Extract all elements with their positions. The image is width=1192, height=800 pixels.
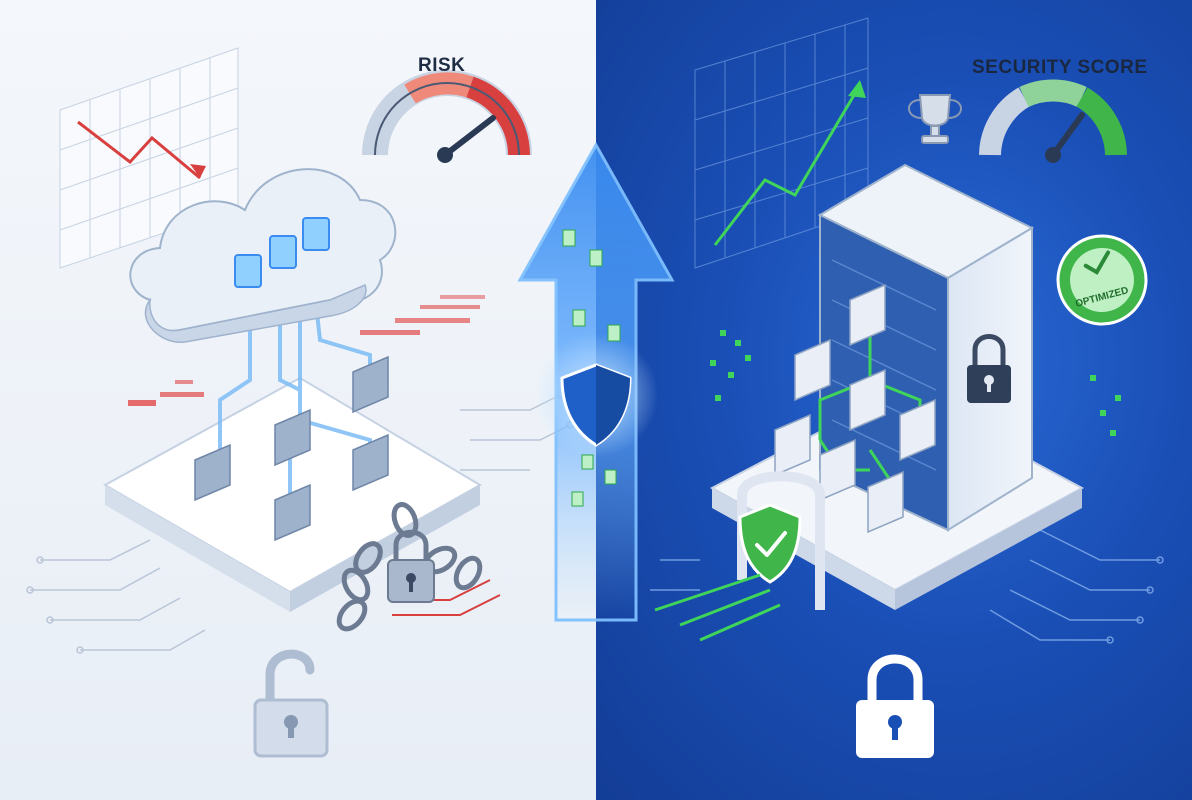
left-platform: [102, 376, 482, 612]
security-score-label: SECURITY SCORE: [972, 57, 1148, 78]
shield-check-icon: [738, 503, 802, 584]
shield-icon: [560, 363, 632, 447]
green-data-dots: [710, 330, 1121, 436]
risk-gauge-icon: [362, 70, 532, 163]
gateway-arch: [737, 471, 825, 610]
document-icon: [562, 229, 621, 507]
broken-padlock-icon: [387, 529, 435, 603]
optimized-badge-icon: [1056, 234, 1148, 326]
green-data-streams: [654, 573, 781, 642]
unlocked-padlock-icon: [253, 649, 329, 758]
locked-padlock-icon: [856, 654, 934, 758]
broken-chain-icon: [336, 502, 483, 632]
risk-streaks: [128, 295, 501, 616]
security-score-gauge-icon: [979, 79, 1127, 163]
rising-trend-chart-icon: [694, 17, 869, 269]
trophy-icon: [908, 94, 962, 144]
circuit-lines-right: [650, 529, 1164, 644]
folder-icon-right: [774, 283, 936, 534]
folder-icon: [194, 355, 389, 542]
risk-gauge-label: RISK: [418, 55, 466, 76]
cloud-icon: [129, 168, 397, 343]
